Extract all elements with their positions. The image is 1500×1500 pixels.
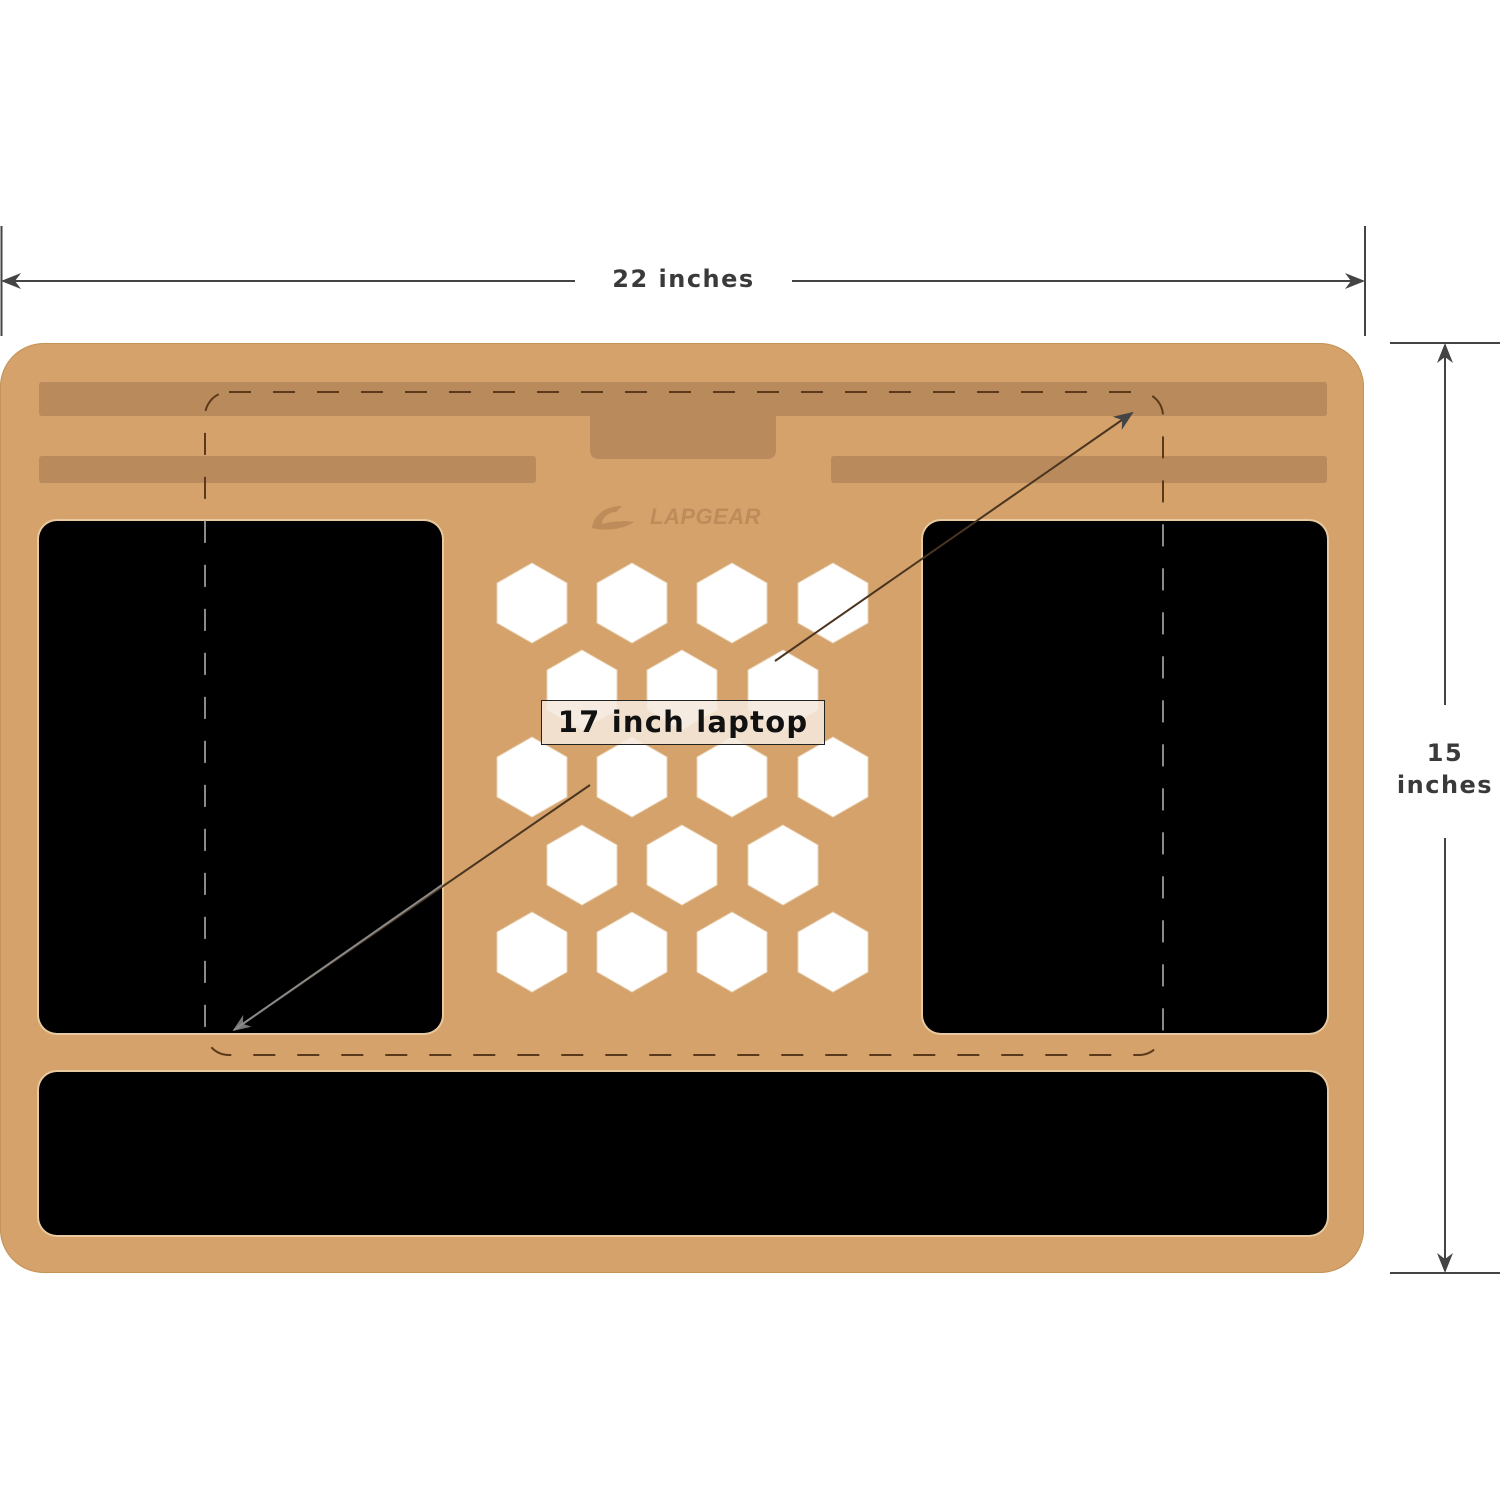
laptop-size-label: 17 inch laptop: [541, 700, 825, 745]
vent-hexagon-icon: [596, 736, 668, 818]
width-label: 22 inches: [612, 265, 755, 293]
vent-hexagon-icon: [696, 736, 768, 818]
height-label: 15 inches: [1390, 737, 1500, 801]
vent-hexagon-icon: [696, 911, 768, 993]
lapgear-swoosh-icon: [592, 506, 634, 530]
center-handle-tab: [590, 416, 776, 459]
vent-hexagon-icon: [596, 911, 668, 993]
left-mouse-pad: [39, 521, 442, 1033]
vent-hexagon-icon: [546, 824, 618, 906]
vent-hexagon-icon: [797, 911, 869, 993]
right-mouse-pad: [923, 521, 1327, 1033]
vent-hexagon-icon: [696, 562, 768, 644]
vent-hexagon-icon: [747, 824, 819, 906]
lapgear-logo: LAPGEAR: [588, 500, 788, 534]
logo-text: LAPGEAR: [650, 504, 762, 529]
vent-hexagon-icon: [646, 824, 718, 906]
vent-hexagon-icon: [496, 736, 568, 818]
height-label-unit: inches: [1396, 771, 1494, 799]
top-stripe: [39, 382, 1327, 416]
vent-hexagon-icon: [596, 562, 668, 644]
wrist-rest-pad: [39, 1072, 1327, 1235]
height-label-number: 15: [1426, 739, 1464, 767]
vent-hexagon-icon: [496, 911, 568, 993]
right-ledge-stripe: [831, 456, 1327, 483]
laptop-outline-dashed: [204, 391, 1164, 1056]
vent-hexagon-icon: [797, 736, 869, 818]
vent-hexagon-icon: [797, 562, 869, 644]
left-ledge-stripe: [39, 456, 536, 483]
vent-hexagon-icon: [496, 562, 568, 644]
diagonal-arrow-upper: [774, 411, 1134, 662]
